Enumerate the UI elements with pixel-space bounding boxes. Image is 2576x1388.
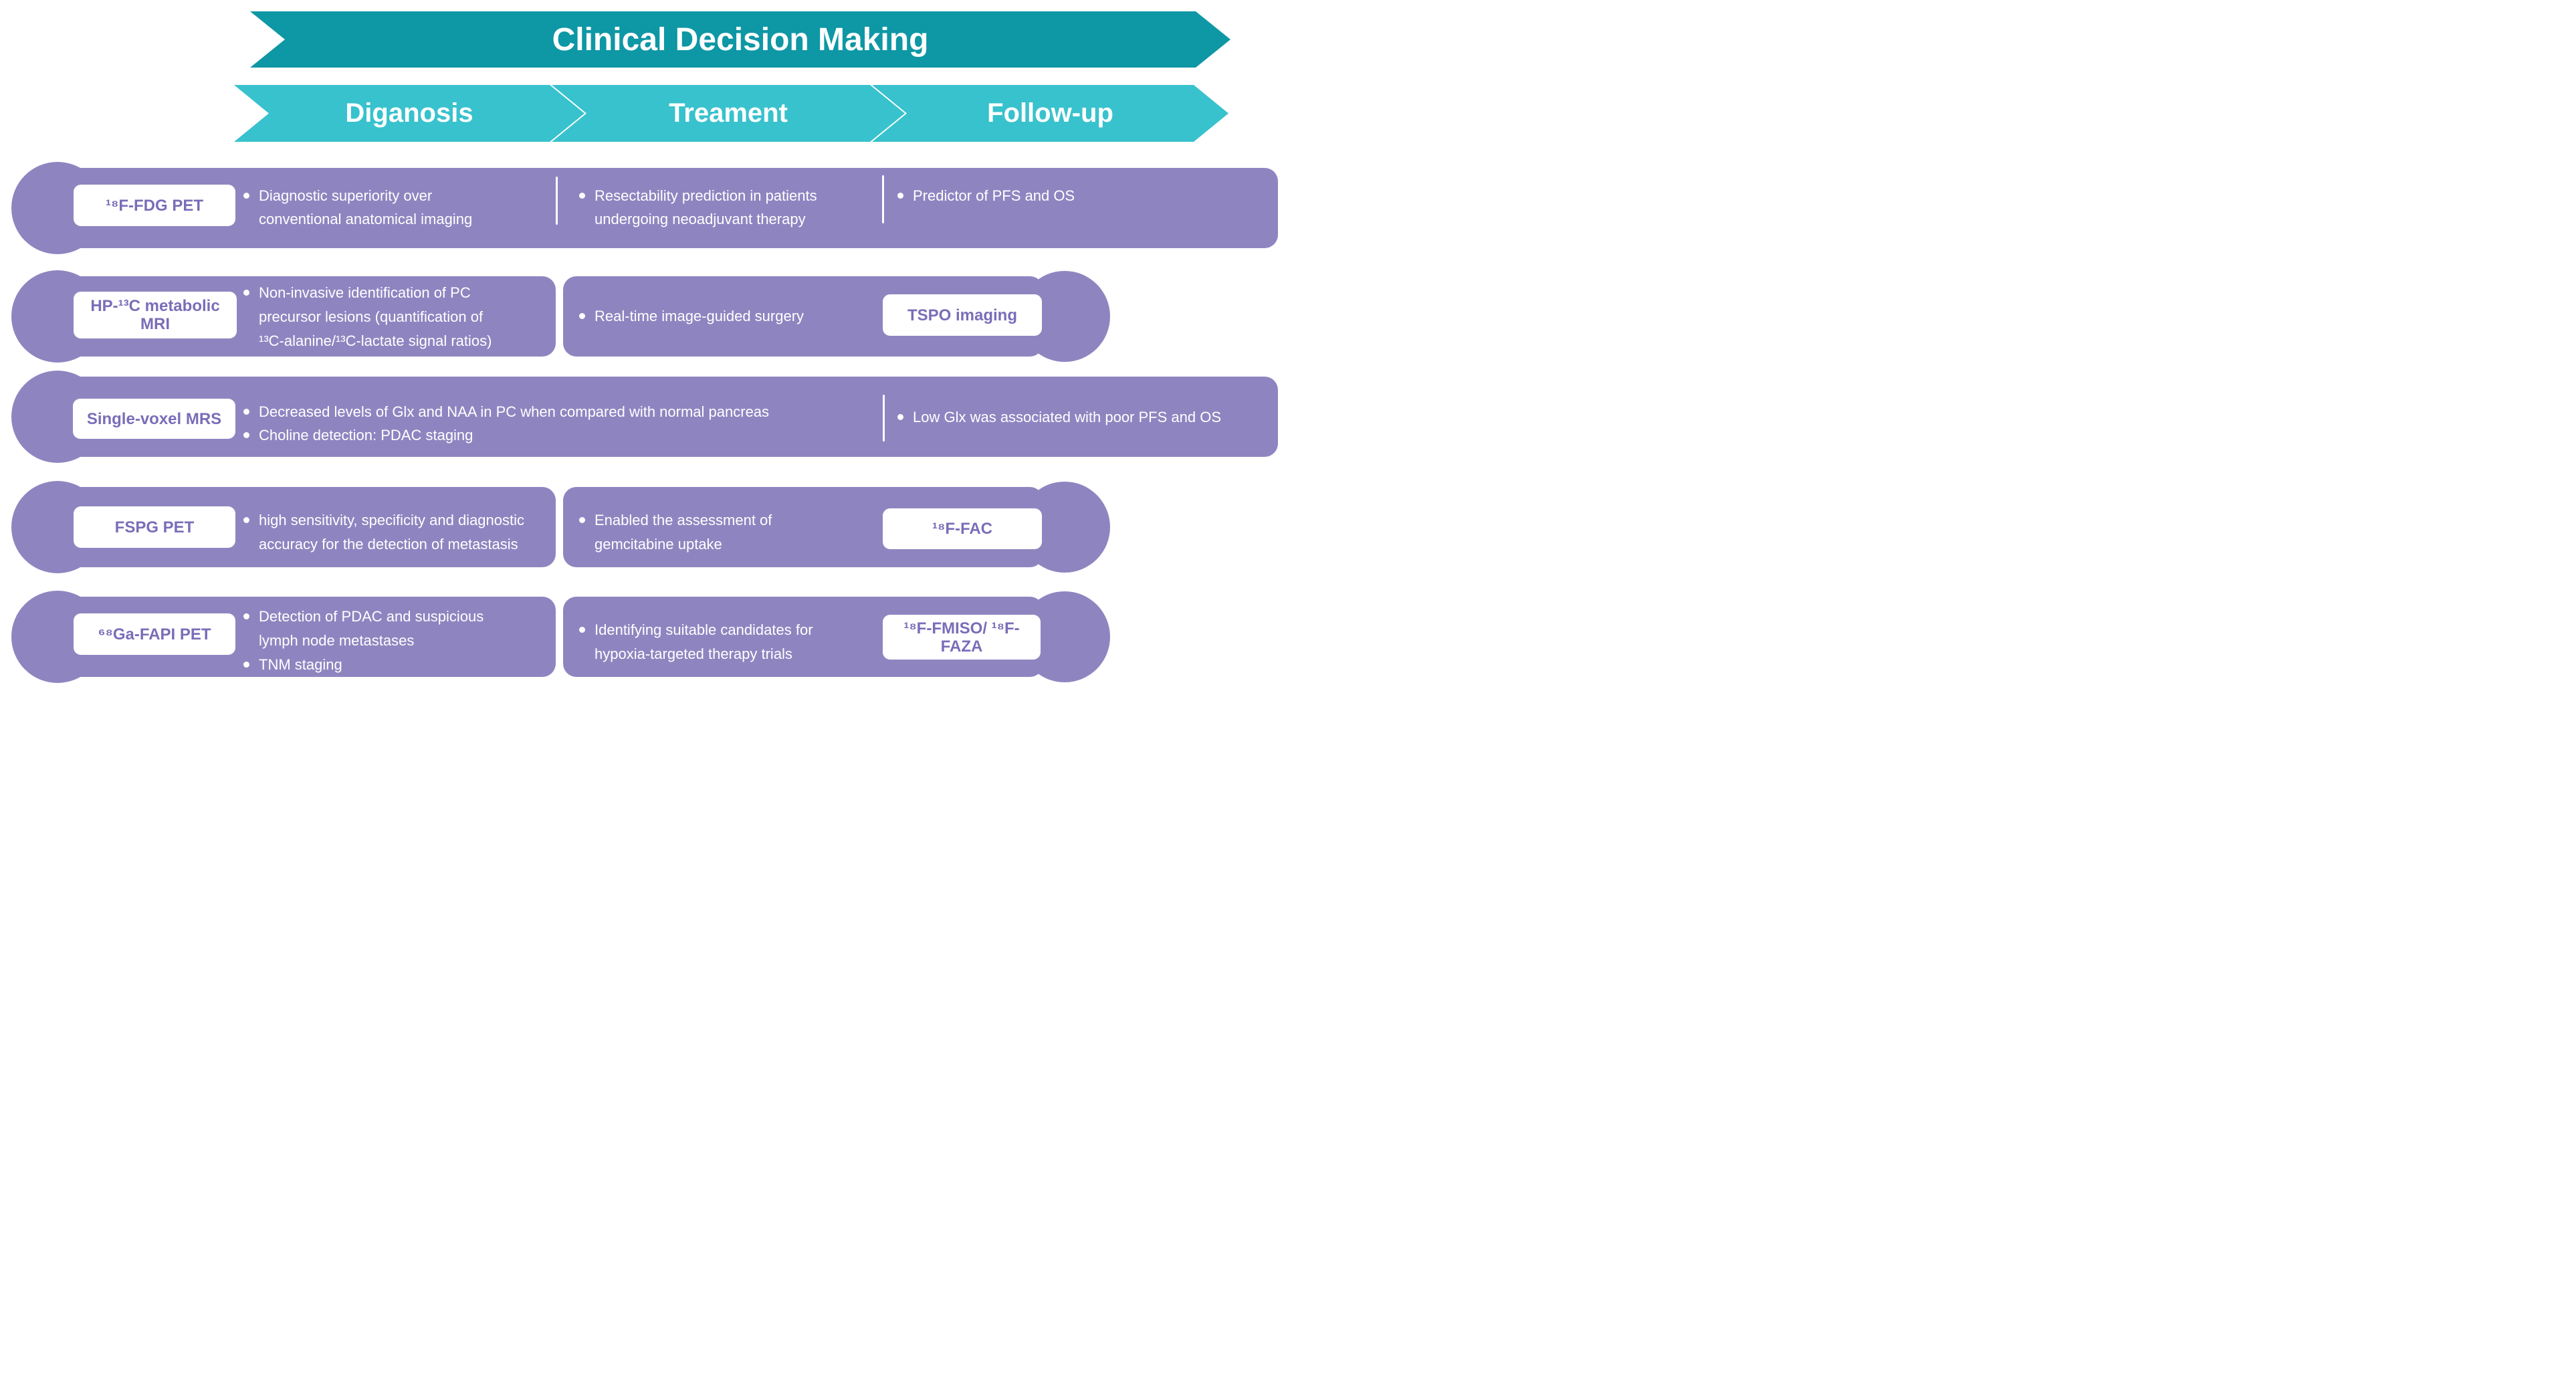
bullet-line: Choline detection: PDAC staging [243,423,769,447]
bullet-text: high sensitivity, specificity and diagno… [259,512,525,528]
stage-arrow-followup: Follow-up [872,85,1228,142]
row3-band [60,377,1278,457]
row3-modality-label: Single-voxel MRS [86,409,222,428]
bullet-text: Predictor of PFS and OS [913,187,1075,204]
bullet-line: hypoxia-targeted therapy trials [579,642,813,666]
row1-modality-label: ¹⁸F-FDG PET [106,196,203,215]
bullet-text: conventional anatomical imaging [259,211,473,227]
bullet-dot [243,432,249,438]
bullet-line: lymph node metastases [243,629,484,653]
bullet-dot [897,414,903,420]
bullet-line: TNM staging [243,653,484,677]
stage-arrow-diagnosis: Diganosis [234,85,584,142]
bullet-line: Predictor of PFS and OS [897,184,1075,207]
row5-followup-label: ¹⁸F-FMISO/ ¹⁸F-FAZA [903,619,1020,656]
bullet-text: Real-time image-guided surgery [595,308,804,324]
bullet-dot [579,517,585,523]
bullet-text: Choline detection: PDAC staging [259,427,473,443]
bullet-text: Diagnostic superiority over [259,187,433,204]
bullet-line: precursor lesions (quantification of [243,305,492,329]
row4-followup-tag: ¹⁸F-FAC [883,508,1042,549]
bullet-text: Non-invasive identification of PC [259,284,471,301]
bullet-line: conventional anatomical imaging [243,207,472,231]
row2-modality-label: HP-¹³C metabolic MRI [90,297,220,333]
row2-modality-tag: HP-¹³C metabolic MRI [74,292,237,338]
bullet-text: Low Glx was associated with poor PFS and… [913,409,1221,425]
bullet-line: Identifying suitable candidates for [579,618,813,642]
bullet-dot [243,613,249,619]
stage-arrow-treatment: Treament [552,85,905,142]
row5-diagnosis-cell: Detection of PDAC and suspicious lymph n… [243,605,484,677]
row1-diagnosis-cell: Diagnostic superiority over conventional… [243,184,472,231]
row3-diagnosis-cell: Decreased levels of Glx and NAA in PC wh… [243,400,769,447]
bullet-text: lymph node metastases [259,632,415,649]
bullet-text: precursor lesions (quantification of [259,308,484,325]
bullet-text: gemcitabine uptake [595,536,722,553]
row4-diagnosis-cell: high sensitivity, specificity and diagno… [243,508,524,557]
bullet-line: ¹³C-alanine/¹³C-lactate signal ratios) [243,329,492,353]
row3-divider [883,395,885,441]
stage-label-diagnosis: Diganosis [345,98,473,128]
bullet-line: Diagnostic superiority over [243,184,472,207]
row5-followup-tag: ¹⁸F-FMISO/ ¹⁸F-FAZA [883,615,1041,660]
bullet-line: Resectability prediction in patients [579,184,817,207]
bullet-text: Decreased levels of Glx and NAA in PC wh… [259,403,770,420]
banner-title: Clinical Decision Making [552,21,929,58]
row4-followup-label: ¹⁸F-FAC [932,520,992,538]
row2-treatment-cell: Real-time image-guided surgery [579,304,804,328]
bullet-dot [579,313,585,319]
bullet-dot [579,193,585,199]
bullet-dot [243,193,249,199]
bullet-text: TNM staging [259,656,342,673]
bullet-text: Detection of PDAC and suspicious [259,608,484,625]
row1-divider-1 [556,177,558,225]
row4-treatment-cell: Enabled the assessment of gemcitabine up… [579,508,772,557]
bullet-line: high sensitivity, specificity and diagno… [243,508,524,532]
stage-label-treatment: Treament [669,98,788,128]
bullet-dot [243,290,249,296]
row2-diagnosis-cell: Non-invasive identification of PC precur… [243,281,492,353]
bullet-text: Enabled the assessment of [595,512,772,528]
bullet-line: Enabled the assessment of [579,508,772,532]
bullet-line: gemcitabine uptake [579,532,772,557]
bullet-line: accuracy for the detection of metastasis [243,532,524,557]
bullet-dot [579,627,585,633]
row4-modality-tag: FSPG PET [74,506,235,548]
row4-modality-label: FSPG PET [114,518,195,536]
clinical-decision-making-banner: Clinical Decision Making [250,11,1230,68]
bullet-line: Non-invasive identification of PC [243,281,492,305]
row1-band [60,168,1278,248]
bullet-text: undergoing neoadjuvant therapy [595,211,806,227]
bullet-line: Real-time image-guided surgery [579,304,804,328]
bullet-text: Resectability prediction in patients [595,187,817,204]
bullet-line: Decreased levels of Glx and NAA in PC wh… [243,400,769,423]
row3-followup-cell: Low Glx was associated with poor PFS and… [897,405,1221,429]
bullet-text: Identifying suitable candidates for [595,621,813,638]
bullet-text: accuracy for the detection of metastasis [259,536,518,553]
row1-modality-tag: ¹⁸F-FDG PET [74,185,235,226]
bullet-dot [243,662,249,668]
bullet-dot [897,193,903,199]
bullet-line: Detection of PDAC and suspicious [243,605,484,629]
bullet-dot [243,517,249,523]
row1-followup-cell: Predictor of PFS and OS [897,184,1075,207]
bullet-line: Low Glx was associated with poor PFS and… [897,405,1221,429]
stage-label-followup: Follow-up [987,98,1113,128]
row2-followup-tag: TSPO imaging [883,294,1042,336]
row5-treatment-cell: Identifying suitable candidates for hypo… [579,618,813,666]
row2-followup-label: TSPO imaging [907,306,1017,324]
bullet-line: undergoing neoadjuvant therapy [579,207,817,231]
row3-modality-tag: Single-voxel MRS [73,399,235,439]
bullet-text: hypoxia-targeted therapy trials [595,646,792,662]
bullet-text: ¹³C-alanine/¹³C-lactate signal ratios) [259,332,492,349]
row5-modality-tag: ⁶⁸Ga-FAPI PET [74,613,235,655]
row1-divider-2 [882,175,884,223]
bullet-dot [243,409,249,415]
row5-modality-label: ⁶⁸Ga-FAPI PET [98,625,211,643]
row1-treatment-cell: Resectability prediction in patients und… [579,184,817,231]
